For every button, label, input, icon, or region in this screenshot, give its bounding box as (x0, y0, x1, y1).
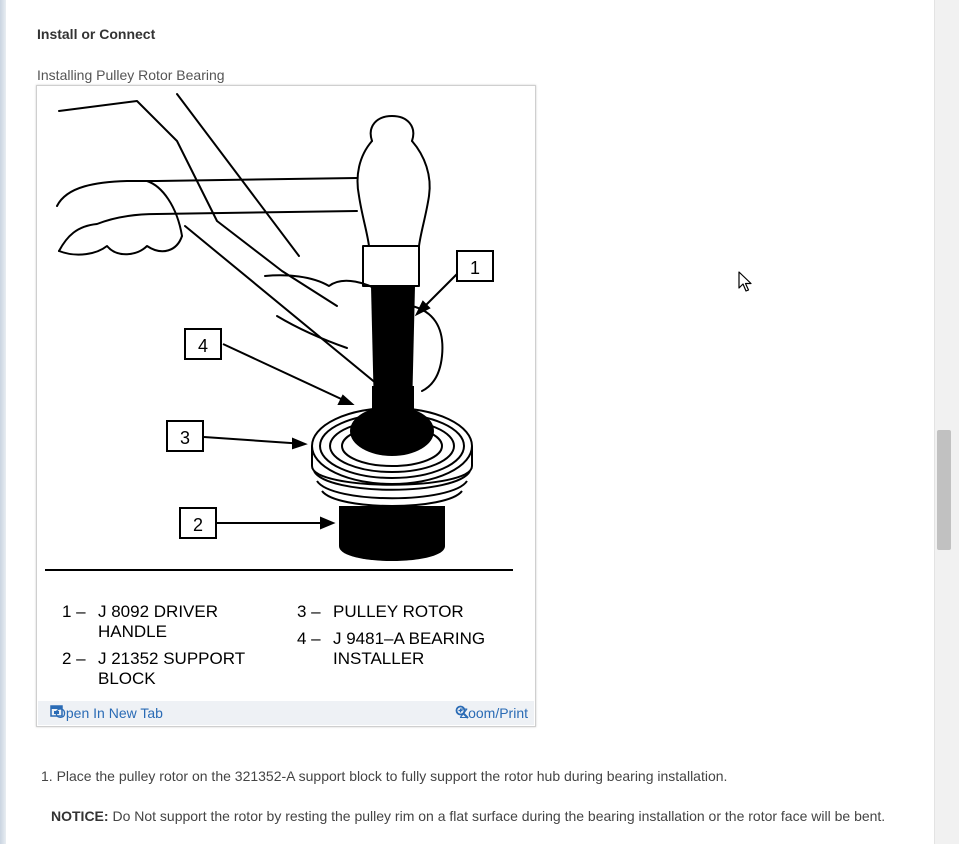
svg-text:1: 1 (470, 258, 480, 278)
svg-text:4: 4 (198, 336, 208, 356)
step-1: 1. Place the pulley rotor on the 321352-… (41, 768, 728, 784)
callout-1: 1 (456, 250, 494, 282)
figure-legend: 1 – J 8092 DRIVER HANDLE 2 – J 21352 SUP… (62, 602, 485, 688)
legend-4-num: 4 – (297, 629, 321, 648)
open-in-new-tab-link[interactable]: Open In New Tab (50, 705, 163, 721)
legend-2-line2: BLOCK (98, 669, 156, 688)
window-edge (0, 0, 6, 844)
svg-text:2: 2 (193, 515, 203, 535)
section-heading: Install or Connect (37, 26, 156, 42)
zoom-print-label: Zoom/Print (459, 705, 528, 721)
notice-paragraph: NOTICE: Do Not support the rotor by rest… (51, 808, 885, 824)
legend-3-line1: PULLEY ROTOR (333, 602, 464, 621)
scrollbar-thumb[interactable] (937, 430, 951, 550)
open-in-new-tab-label: Open In New Tab (55, 705, 163, 721)
legend-2-line1: J 21352 SUPPORT (98, 649, 245, 668)
legend-1-num: 1 – (62, 602, 86, 621)
notice-text: Do Not support the rotor by resting the … (108, 808, 886, 824)
notice-label: NOTICE: (51, 808, 109, 824)
legend-4-line1: J 9481–A BEARING (333, 629, 485, 648)
figure-container: 1 4 3 2 1 – J 8092 DRIVER HANDLE 2 – J 2… (36, 85, 536, 727)
legend-4-line2: INSTALLER (333, 649, 424, 668)
figure-toolbar: Open In New Tab Zoom/Print (38, 701, 534, 725)
callout-3: 3 (166, 420, 204, 452)
mouse-pointer-icon (738, 271, 752, 298)
figure-caption: Installing Pulley Rotor Bearing (37, 67, 225, 83)
callout-2: 2 (179, 507, 217, 539)
callout-4: 4 (184, 328, 222, 360)
legend-3-num: 3 – (297, 602, 321, 621)
svg-text:3: 3 (180, 428, 190, 448)
legend-2-num: 2 – (62, 649, 86, 668)
legend-1-line1: J 8092 DRIVER (98, 602, 218, 621)
scrollbar-track[interactable] (934, 0, 959, 844)
zoom-print-link[interactable]: Zoom/Print (455, 705, 528, 721)
legend-1-line2: HANDLE (98, 622, 167, 641)
pulley-rotor-illustration: 1 4 3 2 1 – J 8092 DRIVER HANDLE 2 – J 2… (45, 93, 513, 688)
